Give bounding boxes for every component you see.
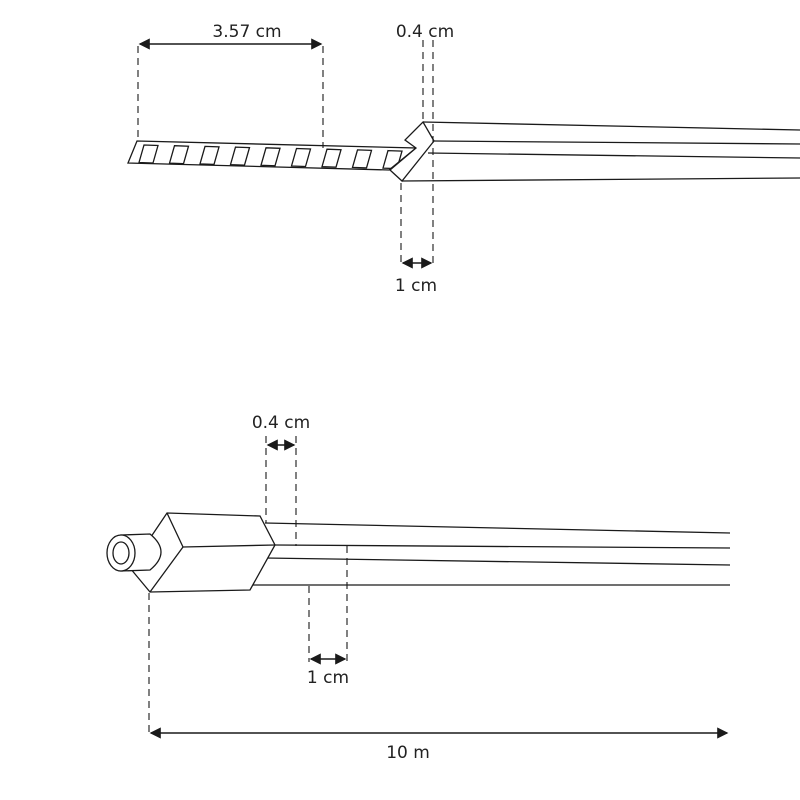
- led-chip: [229, 146, 251, 166]
- led-chip: [138, 144, 159, 164]
- total-length-label: 10 m: [386, 743, 430, 763]
- bottom-thickness-label: 0.4 cm: [252, 413, 310, 433]
- led-chip: [168, 145, 190, 165]
- top-length-label: 1 cm: [395, 276, 437, 296]
- end-connector: [106, 512, 276, 593]
- led-chip: [290, 147, 312, 168]
- bottom-view: 0.4 cm 1 cm 10 m: [106, 413, 731, 763]
- led-chip: [321, 148, 342, 168]
- top-connector: [389, 120, 435, 182]
- led-strip: [127, 140, 418, 171]
- led-chip: [199, 145, 220, 166]
- bottom-wires: [245, 522, 731, 586]
- top-view: 3.57 cm 0.4 cm 1 cm: [127, 22, 800, 296]
- top-wires: [401, 121, 800, 182]
- led-chip: [260, 147, 281, 167]
- bottom-length-label: 1 cm: [307, 668, 349, 688]
- top-thickness-label: 0.4 cm: [396, 22, 454, 42]
- led-chip: [351, 149, 373, 169]
- strip-pitch-label: 3.57 cm: [212, 22, 281, 42]
